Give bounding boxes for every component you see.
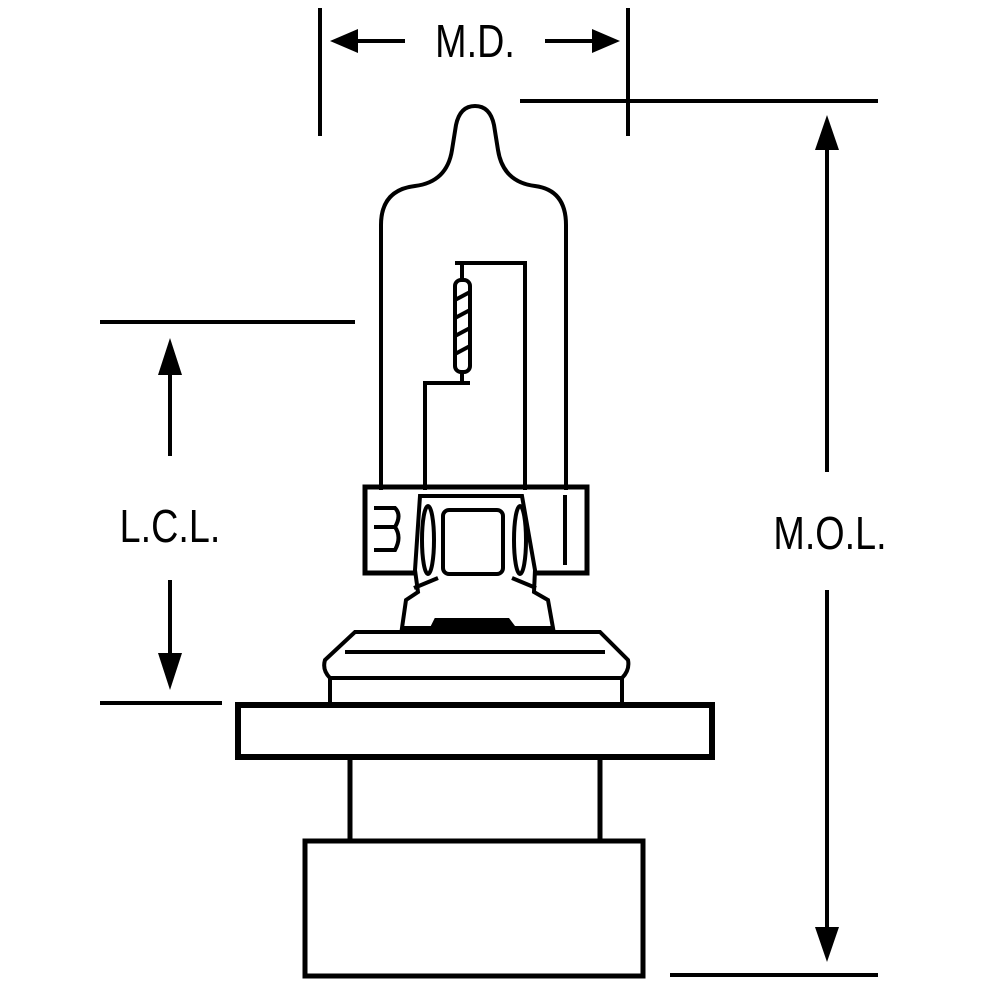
mol-dimension	[520, 99, 878, 977]
bulb-collar	[362, 484, 590, 630]
filament-assembly	[423, 261, 527, 490]
glass-envelope	[379, 103, 568, 490]
lcl-label: L.C.L.	[108, 503, 232, 549]
lcl-dimension	[100, 320, 355, 705]
md-dimension	[318, 8, 630, 136]
mol-label: M.O.L.	[768, 510, 892, 556]
md-label: M.D.	[425, 18, 525, 64]
bulb-flange	[235, 630, 715, 979]
